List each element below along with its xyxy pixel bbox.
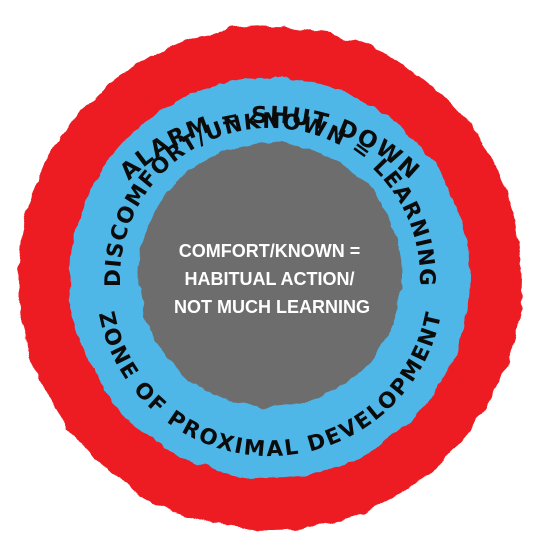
comfort-zone-line: COMFORT/KNOWN =	[179, 241, 361, 261]
comfort-zone-line: HABITUAL ACTION/	[184, 269, 354, 289]
comfort-zone-text: COMFORT/KNOWN = HABITUAL ACTION/ NOT MUC…	[174, 241, 370, 317]
comfort-zone-line: NOT MUCH LEARNING	[174, 297, 370, 317]
comfort-zone-circle	[138, 143, 402, 407]
